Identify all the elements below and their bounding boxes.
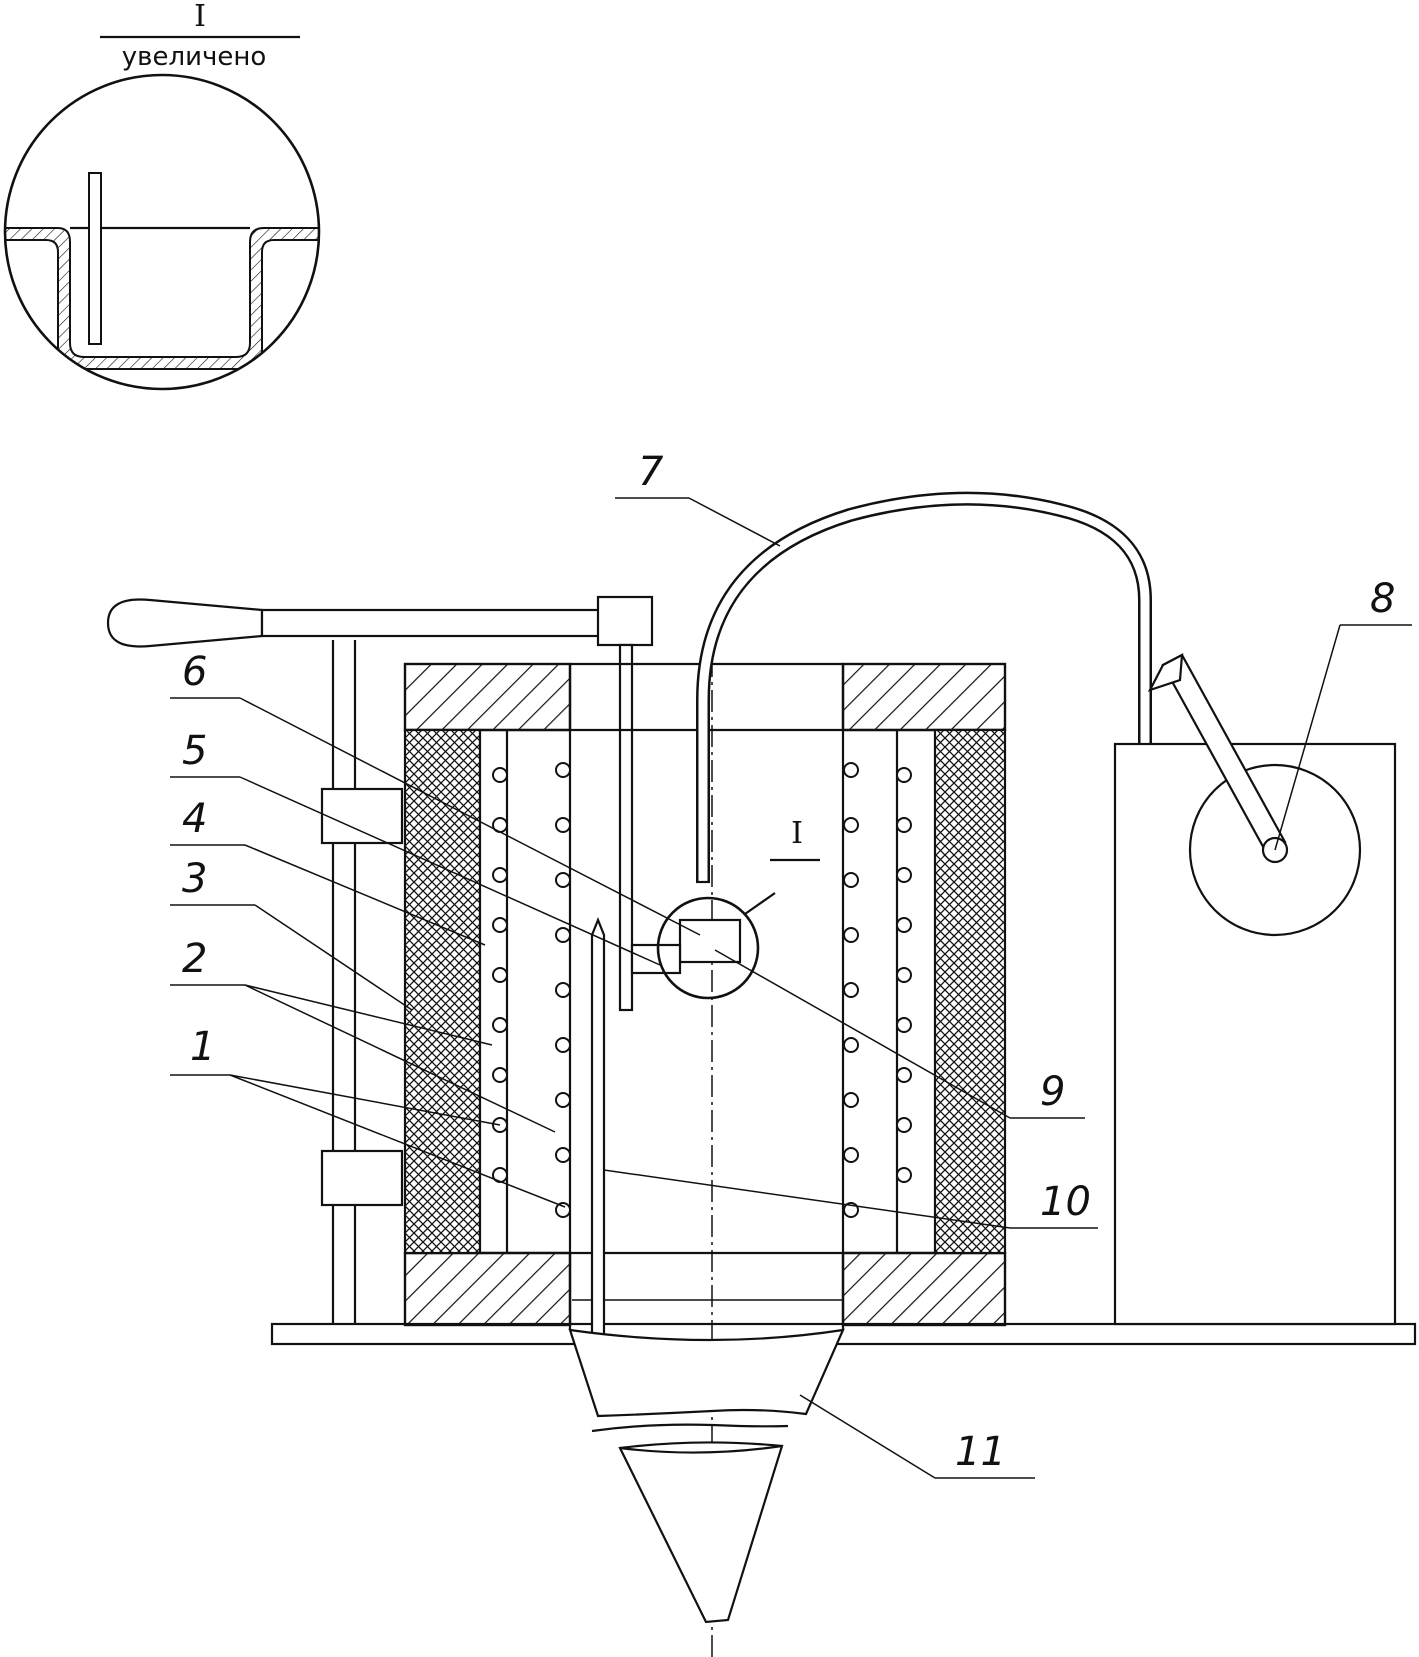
thermocouple-rod <box>590 917 606 1337</box>
outer-coil-turn <box>492 867 508 883</box>
crucible-assembly: I <box>630 816 820 1000</box>
inner-coil-turn <box>843 982 859 998</box>
outer-coil-turn <box>896 967 912 983</box>
crucible <box>678 918 742 964</box>
label-1: 1 <box>190 1024 215 1070</box>
detail-callout-circle <box>656 896 760 1000</box>
inner-coil-turn <box>555 1037 571 1053</box>
label-6: 6 <box>182 649 207 695</box>
inner-coil-turn <box>555 872 571 888</box>
pump-unit <box>1113 653 1397 1326</box>
lower-clamp <box>320 1149 404 1207</box>
label-5: 5 <box>182 728 207 774</box>
outer-coil-turn <box>896 767 912 783</box>
lever-arm <box>260 608 620 638</box>
outer-coil-turn <box>492 1017 508 1033</box>
label-4: 4 <box>182 796 207 842</box>
outer-coil-turn <box>492 967 508 983</box>
part-labels: 1 2 3 4 5 6 7 8 9 10 11 <box>182 449 1395 1475</box>
outer-coil-turn <box>492 917 508 933</box>
detail-view-marker: I <box>194 0 206 34</box>
inner-coil-turn <box>555 1147 571 1163</box>
upper-clamp <box>320 787 404 845</box>
outer-coil-turn <box>896 1117 912 1133</box>
heating-coils <box>492 762 912 1218</box>
detail-cup-wall <box>5 227 319 370</box>
label-11: 11 <box>955 1429 1006 1475</box>
furnace <box>403 662 1007 1330</box>
label-3: 3 <box>182 856 207 902</box>
outer-coil-turn <box>896 917 912 933</box>
bottom-insulation-right <box>841 1251 1007 1327</box>
inner-coil-turn <box>555 1202 571 1218</box>
outer-coil-turn <box>896 1017 912 1033</box>
inner-coil-turn <box>843 872 859 888</box>
inner-coil-turn <box>555 762 571 778</box>
leader-lines <box>170 497 1412 1479</box>
lever-handle <box>106 595 654 1012</box>
top-insulation-left <box>403 662 572 732</box>
lever-joint <box>596 595 654 647</box>
inner-coil-turn <box>555 1092 571 1108</box>
detail-view-caption: увеличено <box>122 42 267 72</box>
inner-coil-turn <box>843 1147 859 1163</box>
inner-coil-turn <box>843 1092 859 1108</box>
outer-coil-turn <box>896 1167 912 1183</box>
inner-coil-turn <box>843 762 859 778</box>
label-7: 7 <box>638 449 664 495</box>
outlet-cone <box>568 1328 845 1624</box>
inner-coil-turn <box>843 1037 859 1053</box>
lever-rod <box>618 643 634 1012</box>
detail-callout-label: I <box>791 816 803 851</box>
outer-coil-turn <box>492 1067 508 1083</box>
label-9: 9 <box>1040 1069 1065 1115</box>
stand <box>320 640 404 1324</box>
inner-coil-turn <box>555 927 571 943</box>
top-insulation-right <box>841 662 1007 732</box>
gas-tube <box>696 491 1152 884</box>
crucible-holder <box>630 943 682 975</box>
outer-coil-turn <box>896 1067 912 1083</box>
insulation-layer-right <box>933 728 1007 1255</box>
bottom-insulation-left <box>403 1251 572 1327</box>
insulation-layer-left <box>403 728 482 1255</box>
outer-coil-turn <box>896 817 912 833</box>
inner-coil-turn <box>555 817 571 833</box>
outer-coil-turn <box>896 867 912 883</box>
outer-coil-turn <box>492 767 508 783</box>
label-10: 10 <box>1040 1179 1091 1225</box>
inner-coil-turn <box>555 982 571 998</box>
detail-rod <box>88 172 102 345</box>
label-8: 8 <box>1370 576 1395 622</box>
inner-coil-turn <box>843 817 859 833</box>
detail-view: I увеличено <box>3 0 321 391</box>
inner-coil-turn <box>843 927 859 943</box>
label-2: 2 <box>182 936 207 982</box>
